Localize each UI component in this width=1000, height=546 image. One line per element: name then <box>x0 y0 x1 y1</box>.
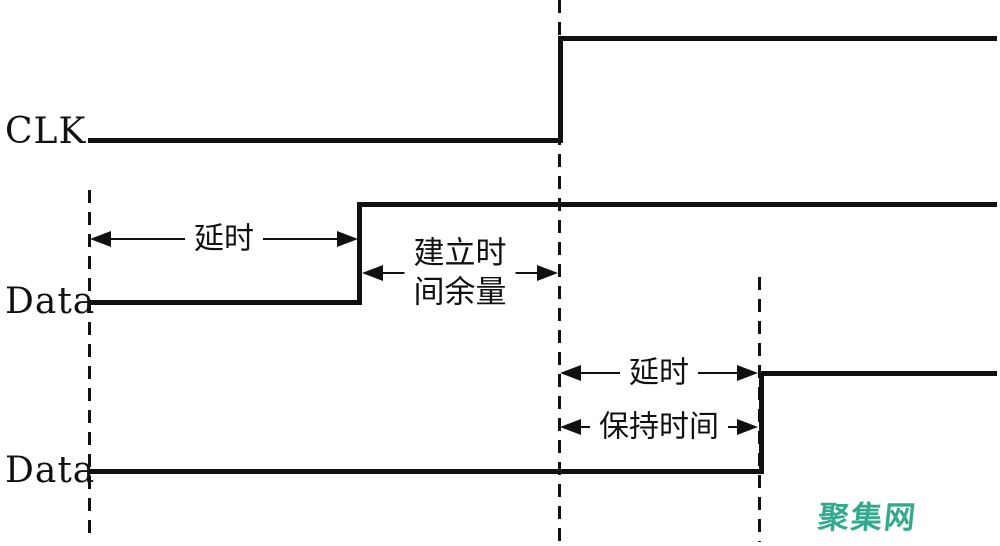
delay2-measure: 延时 <box>560 354 758 392</box>
data1-label: Data <box>5 281 96 322</box>
watermark: 聚集网 <box>816 500 919 536</box>
ref-line-clk-edge <box>558 0 561 546</box>
setup-margin-label-line2: 间余量 <box>413 274 507 310</box>
data2-label: Data <box>5 450 96 491</box>
delay2-label: 延时 <box>620 354 698 392</box>
ref-line-data1-start <box>88 190 91 542</box>
delay1-label: 延时 <box>185 220 263 258</box>
data1-rising-edge <box>357 202 362 305</box>
data2-rising-edge <box>759 371 764 474</box>
delay1-measure: 延时 <box>90 220 358 258</box>
clk-rising-edge <box>558 36 563 143</box>
hold-time-label: 保持时间 <box>590 408 728 446</box>
clk-low-segment <box>88 138 563 143</box>
data2-high-segment <box>759 371 997 376</box>
data1-high-segment <box>357 202 997 207</box>
arrowhead-right-icon <box>737 365 758 381</box>
arrowhead-right-icon <box>337 231 358 247</box>
arrowhead-right-icon <box>737 419 758 435</box>
setup-margin-label: 建立时间余量 <box>404 234 516 312</box>
clk-high-segment <box>558 36 997 41</box>
data2-low-segment <box>88 469 764 474</box>
data1-low-segment <box>88 300 362 305</box>
setup-margin-label-line1: 建立时 <box>413 235 507 272</box>
hold-time-measure: 保持时间 <box>560 408 758 446</box>
setup-margin-measure: 建立时间余量 <box>362 234 558 312</box>
clk-label: CLK <box>5 111 87 152</box>
arrowhead-right-icon <box>537 265 558 281</box>
